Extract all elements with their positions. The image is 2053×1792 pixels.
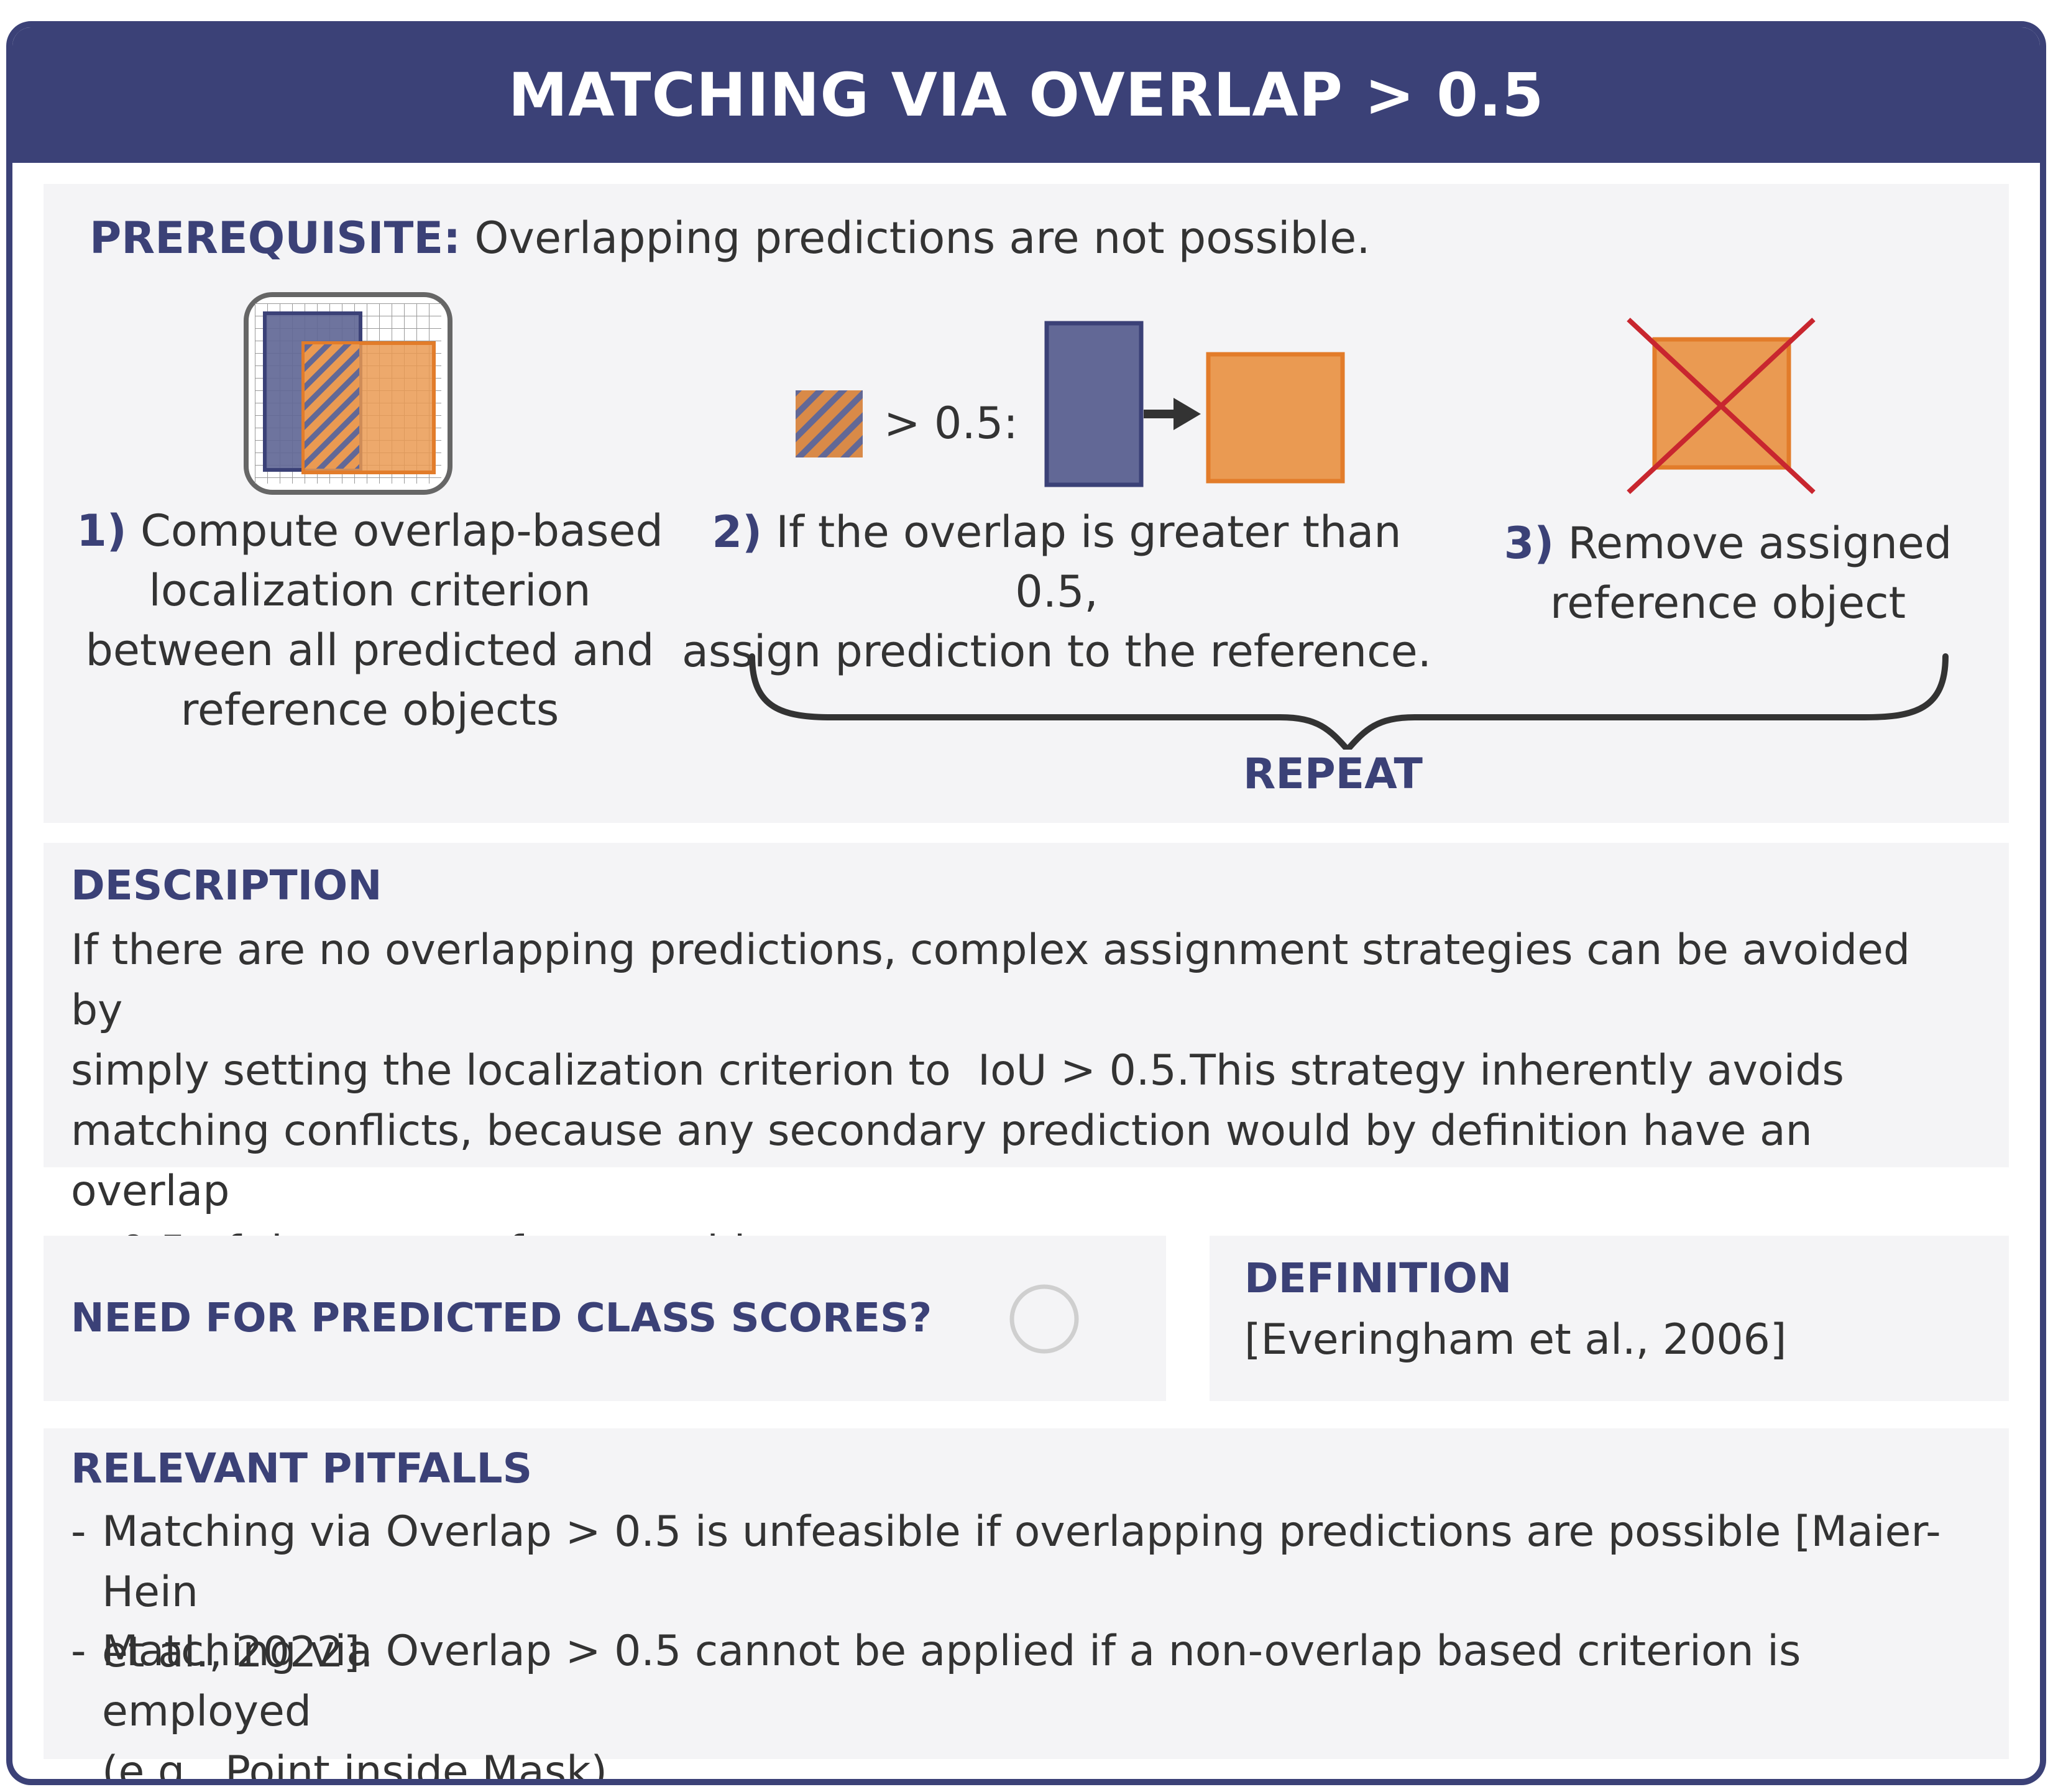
prerequisite-text: Overlapping predictions are not possible… <box>474 213 1371 264</box>
definition-panel: DEFINITION [Everingham et al., 2006] <box>1210 1236 2009 1401</box>
threshold-label: > 0.5: <box>884 398 1018 449</box>
pitfalls-panel: RELEVANT PITFALLS - Matching via Overlap… <box>44 1428 2009 1779</box>
empty-circle-icon <box>1009 1284 1079 1354</box>
class-scores-panel: NEED FOR PREDICTED CLASS SCORES? <box>44 1236 1166 1401</box>
repeat-label: REPEAT <box>1243 750 1423 799</box>
definition-heading: DEFINITION <box>1244 1254 1512 1302</box>
class-scores-label: NEED FOR PREDICTED CLASS SCORES? <box>71 1295 932 1341</box>
definition-text: [Everingham et al., 2006] <box>1244 1315 1787 1364</box>
assignment-icon <box>1044 321 1345 487</box>
steps-panel: PREREQUISITE: Overlapping predictions ar… <box>44 184 2009 823</box>
pitfall-item: - Matching via Overlap > 0.5 is unfeasib… <box>71 1507 1941 1677</box>
description-heading: DESCRIPTION <box>71 862 382 909</box>
description-text: If there are no overlapping predictions,… <box>71 926 1911 1276</box>
card-title: MATCHING VIA OVERLAP > 0.5 <box>508 60 1545 130</box>
step-1-caption: 1) Compute overlap-based localization cr… <box>76 505 663 735</box>
prerequisite-label: PREREQUISITE: <box>90 213 461 264</box>
hatched-overlap-icon <box>796 390 863 457</box>
curly-brace-icon <box>749 653 1949 750</box>
crossed-reference-icon <box>1627 318 1816 494</box>
pitfall-item: - Matching via Overlap > 0.5 cannot be a… <box>71 1627 1801 1785</box>
prerequisite: PREREQUISITE: Overlapping predictions ar… <box>90 213 1371 264</box>
pitfalls-heading: RELEVANT PITFALLS <box>71 1445 533 1492</box>
description-panel: DESCRIPTION If there are no overlapping … <box>44 843 2009 1276</box>
card-header: MATCHING VIA OVERLAP > 0.5 <box>12 27 2040 163</box>
method-card: MATCHING VIA OVERLAP > 0.5 PREREQUISITE:… <box>6 21 2046 1785</box>
step-3-caption: 3) Remove assigned reference object <box>1504 518 1952 628</box>
step-2-caption: 2) If the overlap is greater than 0.5, a… <box>682 507 1431 677</box>
overlap-grid-icon <box>244 292 452 495</box>
